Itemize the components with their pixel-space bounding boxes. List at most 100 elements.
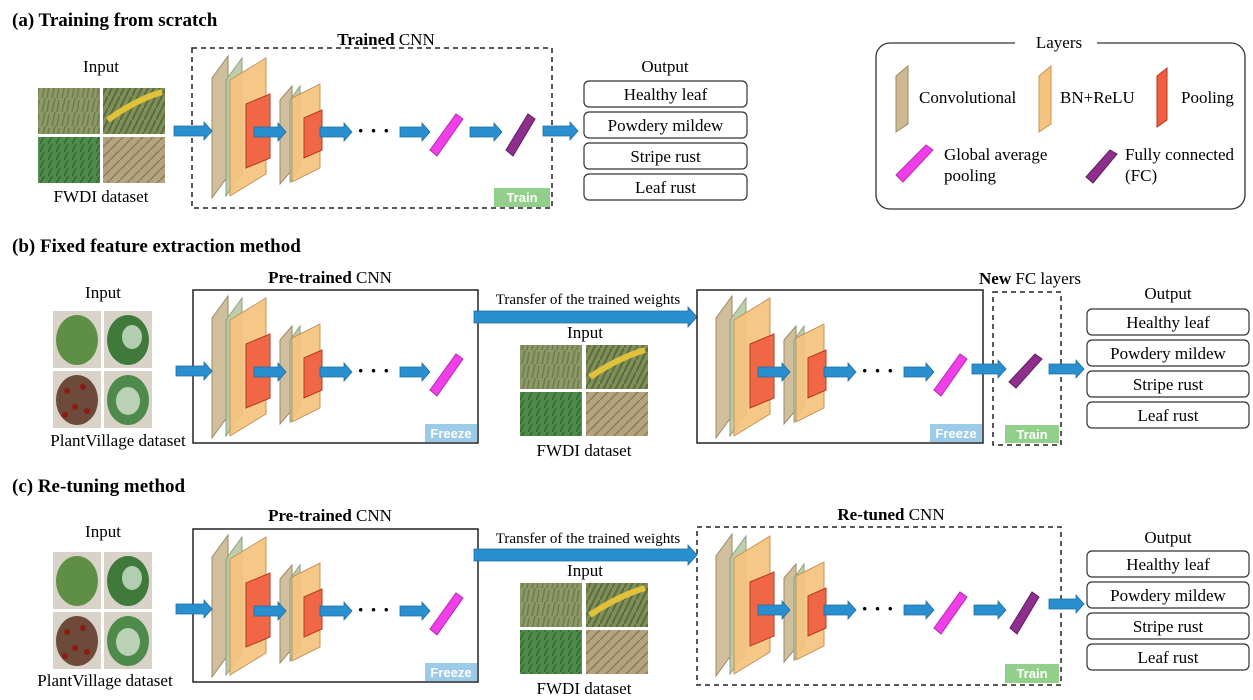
- pooling-layer: [303, 349, 323, 399]
- output-title-b: Output: [1144, 284, 1192, 303]
- pretrained-cnn-title-c: Pre-trained CNN: [268, 506, 392, 525]
- section-b-title: (b) Fixed feature extraction method: [12, 236, 301, 257]
- arrow-shape: [175, 360, 213, 382]
- section-c-input-label: Input: [85, 522, 121, 541]
- output-class-item: Leaf rust: [583, 173, 748, 201]
- gap-layer: [933, 353, 968, 397]
- output-class-label: Leaf rust: [1138, 648, 1199, 667]
- arrow-shape: [1048, 593, 1085, 615]
- output-class-box: [583, 111, 748, 139]
- arrow-shape: [175, 598, 213, 620]
- arrow-a-in: [173, 120, 213, 142]
- output-class-item: Stripe rust: [583, 142, 748, 170]
- output-class-item: Healthy leaf: [1086, 550, 1250, 578]
- gap-layer: [429, 113, 464, 157]
- train-tag-b: [1005, 425, 1059, 443]
- train-tag-b-label: Train: [1016, 427, 1047, 442]
- legend-conv-icon: [895, 64, 909, 133]
- output-class-item: Powdery mildew: [1086, 581, 1250, 609]
- pooling-layer: [807, 587, 827, 637]
- legend-gap-icon: [895, 144, 934, 183]
- output-class-box: [1086, 339, 1250, 367]
- arrow-shape: [173, 120, 213, 142]
- plantvillage-image-grid-b: [53, 311, 152, 428]
- arrow-shape: [253, 600, 287, 622]
- output-title-c: Output: [1144, 528, 1192, 547]
- output-class-label: Stripe rust: [630, 147, 701, 166]
- output-class-box: [1086, 550, 1250, 578]
- output-class-label: Healthy leaf: [1126, 313, 1210, 332]
- output-class-box: [1086, 401, 1250, 429]
- output-class-item: Powdery mildew: [583, 111, 748, 139]
- arrow-shape: [903, 599, 935, 621]
- fc-layer: [1009, 591, 1040, 635]
- arrow-shape: [1048, 358, 1085, 380]
- arrow-shape: [473, 305, 698, 329]
- legend-fc-label-1: Fully connected: [1125, 145, 1235, 164]
- freeze-tag-c: [425, 663, 477, 681]
- pooling-layer: [807, 349, 827, 399]
- output-class-box: [1086, 308, 1250, 336]
- pretrained-cnn-title-b: Pre-trained CNN: [268, 268, 392, 287]
- section-c-dataset-label: PlantVillage dataset: [37, 671, 173, 690]
- ellipsis: · · ·: [357, 118, 390, 143]
- new-fc-title: New FC layers: [979, 269, 1081, 288]
- transfer-arrow-b: [473, 305, 698, 329]
- legend-fc-icon: [1085, 149, 1118, 184]
- output-class-label: Stripe rust: [1133, 617, 1204, 636]
- arrow-shape: [971, 358, 1007, 380]
- fc-layer-b: [1008, 353, 1043, 389]
- arrow-shape: [253, 121, 287, 143]
- leaf-shape: [56, 556, 98, 606]
- gap-layer: [429, 592, 464, 636]
- section-b-mid-input-label: Input: [567, 323, 603, 342]
- pooling-layer: [303, 109, 323, 159]
- section-b-mid-dataset-label: FWDI dataset: [537, 441, 632, 460]
- arrow-c-in: [175, 598, 213, 620]
- transfer-arrow-c: [473, 543, 698, 567]
- train-tag-c: [1005, 664, 1059, 683]
- fwdi-image-grid-c: [520, 583, 648, 674]
- trained-cnn-title: Trained CNN: [337, 30, 434, 49]
- leaf-shape: [56, 375, 98, 425]
- output-class-label: Stripe rust: [1133, 375, 1204, 394]
- output-class-box: [583, 173, 748, 201]
- output-class-label: Healthy leaf: [1126, 555, 1210, 574]
- train-tag-c-label: Train: [1016, 666, 1047, 681]
- legend-pool-icon: [1156, 66, 1168, 128]
- output-class-label: Powdery mildew: [1110, 344, 1226, 363]
- ellipsis: · · ·: [357, 597, 390, 622]
- output-class-item: Stripe rust: [1086, 612, 1250, 640]
- arrow-shape: [469, 121, 503, 143]
- output-title-a: Output: [641, 57, 689, 76]
- arrow-c-out: [1048, 593, 1085, 615]
- arrow-shape: [253, 361, 287, 383]
- legend-pool-label: Pooling: [1181, 88, 1234, 107]
- arrow-shape: [399, 361, 431, 383]
- arrow-shape: [903, 361, 935, 383]
- cnn-stack-c2: · · ·: [715, 532, 1040, 678]
- gap-layer: [429, 353, 464, 397]
- section-c-mid-input-label: Input: [567, 561, 603, 580]
- section-b-input-label: Input: [85, 283, 121, 302]
- arrow-shape: [823, 599, 857, 621]
- arrow-shape: [757, 361, 791, 383]
- arrow-shape: [319, 361, 353, 383]
- cnn-stack-b1: · · ·: [211, 294, 464, 440]
- output-class-box: [1086, 370, 1250, 398]
- output-class-box: [1086, 643, 1250, 671]
- output-class-label: Healthy leaf: [624, 85, 708, 104]
- legend-conv-label: Convolutional: [919, 88, 1017, 107]
- legend-gap-label-2: pooling: [944, 166, 996, 185]
- legend-gap-label-1: Global average: [944, 145, 1047, 164]
- arrow-a-out: [542, 120, 579, 142]
- freeze-tag-b1-label: Freeze: [430, 426, 471, 441]
- ellipsis: · · ·: [861, 358, 894, 383]
- arrow-b-out: [1048, 358, 1085, 380]
- output-class-box: [1086, 612, 1250, 640]
- legend-bn-icon: [1038, 64, 1052, 133]
- legend-fc-label-2: (FC): [1125, 166, 1157, 185]
- arrow-shape: [399, 121, 431, 143]
- output-class-item: Stripe rust: [1086, 370, 1250, 398]
